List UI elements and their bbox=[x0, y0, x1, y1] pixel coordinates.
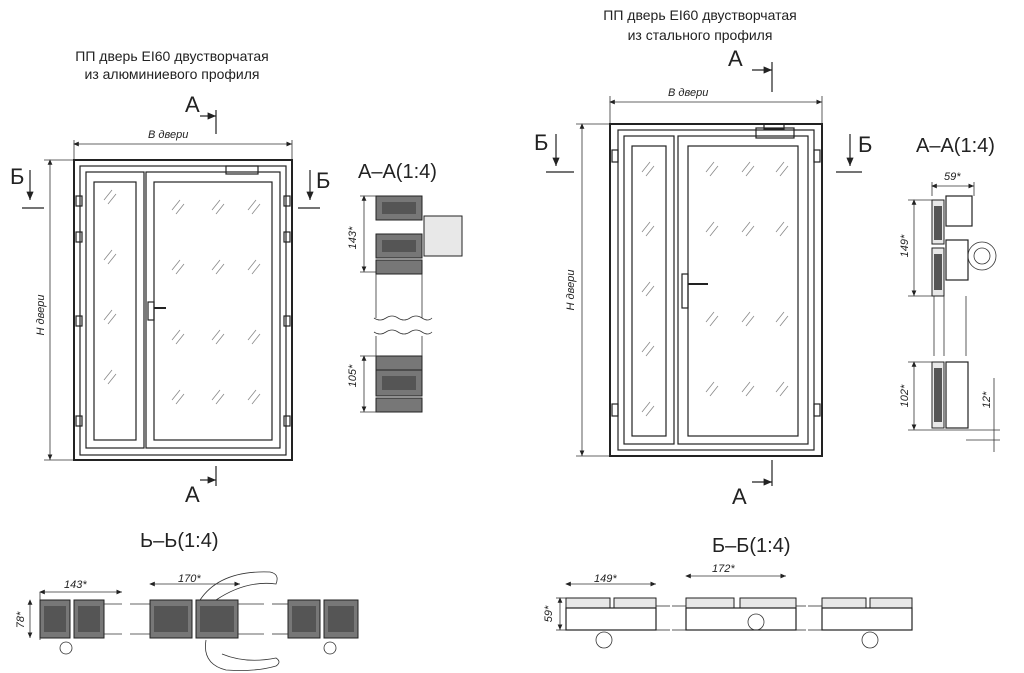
left-cut-a-top: А bbox=[185, 92, 200, 117]
right-door-drawing: ПП дверь EI60 двустворчатая из стального… bbox=[534, 7, 872, 509]
left-aa-dim-top: 143* bbox=[347, 226, 359, 249]
right-width-label: В двери bbox=[668, 87, 708, 99]
right-cut-a-bottom: А bbox=[732, 484, 747, 509]
right-door-glass-marks bbox=[641, 161, 789, 417]
right-bb-dim-b: 172* bbox=[712, 563, 735, 575]
right-bb-title: Б–Б(1:4) bbox=[712, 535, 791, 557]
left-width-label: В двери bbox=[148, 129, 188, 141]
left-section-aa: А–А(1:4) 143* 105* bbox=[347, 161, 463, 413]
left-bb-title: Ь–Ь(1:4) bbox=[140, 530, 219, 552]
right-door-title-line1: ПП дверь EI60 двустворчатая bbox=[603, 7, 796, 23]
left-door-hinges bbox=[75, 195, 291, 427]
right-bb-dim-a: 149* bbox=[594, 573, 617, 585]
left-door-drawing: ПП дверь EI60 двустворчатая из алюминиев… bbox=[10, 48, 330, 507]
left-height-label: Н двери bbox=[35, 295, 47, 336]
left-cut-a-bottom: А bbox=[185, 482, 200, 507]
right-height-label: Н двери bbox=[565, 270, 577, 311]
right-cut-b-right: Б bbox=[858, 132, 872, 157]
left-cut-b-left: Б bbox=[10, 164, 24, 189]
left-bb-dim-b: 170* bbox=[178, 573, 201, 585]
left-door-glass-marks bbox=[103, 189, 261, 405]
left-aa-dim-bottom: 105* bbox=[347, 364, 359, 387]
right-aa-dim-gap: 12* bbox=[981, 391, 993, 408]
right-aa-dim-bottom: 102* bbox=[899, 384, 911, 407]
right-cut-a-top: А bbox=[728, 46, 743, 71]
left-bb-dim-h: 78* bbox=[15, 611, 27, 628]
right-aa-title: А–А(1:4) bbox=[916, 135, 995, 157]
right-section-bb: Б–Б(1:4) 149* 59* 172* bbox=[543, 535, 913, 649]
left-door-title-line1: ПП дверь EI60 двустворчатая bbox=[75, 48, 268, 64]
right-aa-dim-width: 59* bbox=[944, 171, 961, 183]
right-section-aa: А–А(1:4) 59* 149* 102* 12* bbox=[899, 135, 1000, 452]
right-bb-dim-h: 59* bbox=[543, 605, 555, 622]
left-door-title-line2: из алюминиевого профиля bbox=[85, 66, 260, 82]
right-cut-b-left: Б bbox=[534, 130, 548, 155]
right-door-title-line2: из стального профиля bbox=[628, 27, 773, 43]
left-aa-title: А–А(1:4) bbox=[358, 161, 437, 183]
left-bb-dim-a: 143* bbox=[64, 579, 87, 591]
left-section-bb: Ь–Ь(1:4) 78* 143* 170* bbox=[15, 530, 359, 671]
right-aa-dim-top: 149* bbox=[899, 234, 911, 257]
right-door-hinges bbox=[611, 149, 821, 417]
left-cut-b-right: Б bbox=[316, 168, 330, 193]
